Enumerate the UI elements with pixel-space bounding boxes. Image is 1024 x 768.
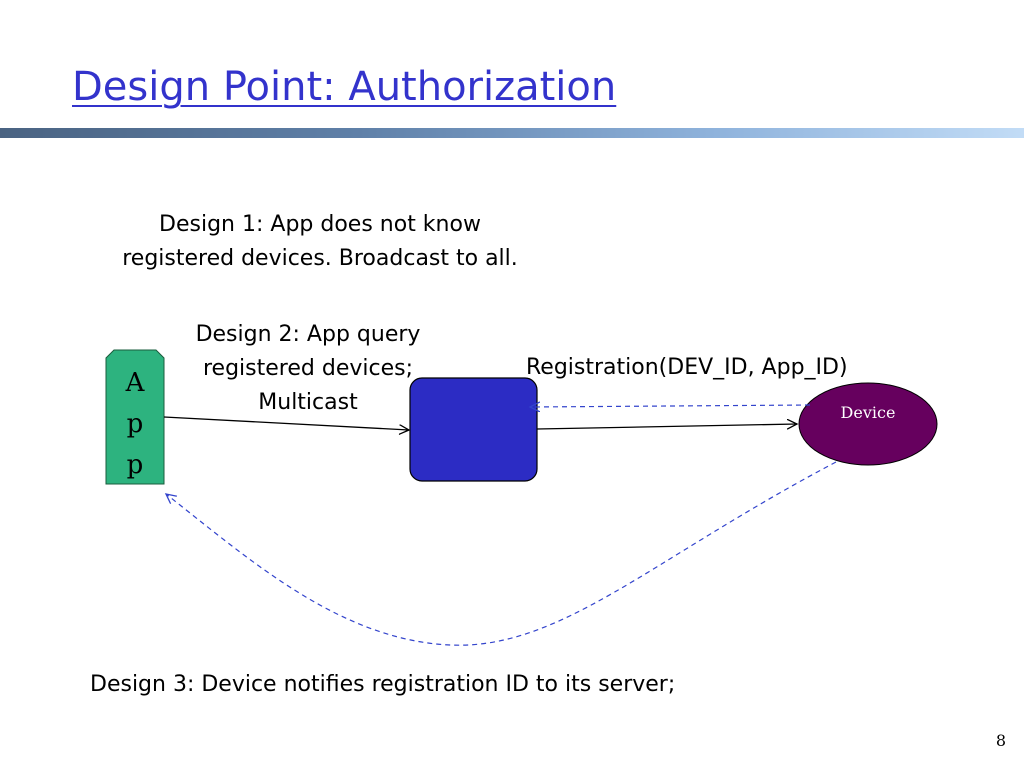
page-title: Design Point: Authorization [72, 64, 617, 110]
design-2-line-2: registered devices; [203, 356, 413, 381]
device-label: Device [840, 403, 896, 422]
device-notify-dashed-arrow [166, 461, 837, 646]
app-letter-p2: p [126, 450, 144, 480]
design-2-line-1: Design 2: App query [195, 322, 421, 347]
registration-label: Registration(DEV_ID, App_ID) [526, 355, 848, 380]
title-divider [0, 128, 1024, 138]
device-node [798, 382, 938, 466]
design-1-text: Design 1: App does not know registered d… [70, 208, 570, 276]
design-1-line-1: Design 1: App does not know [159, 212, 481, 237]
server-to-device-arrow [536, 424, 797, 429]
page-number: 8 [995, 731, 1006, 750]
design-1-line-2: registered devices. Broadcast to all. [122, 246, 518, 271]
design-3-text: Design 3: Device notifies registration I… [90, 672, 676, 697]
app-to-server-arrow [163, 416, 409, 430]
design-2-text: Design 2: App query registered devices; … [170, 318, 446, 420]
design-2-line-3: Multicast [258, 390, 358, 415]
app-letter-p1: p [126, 409, 144, 439]
app-letter-a: A [125, 368, 145, 398]
app-node [105, 349, 165, 485]
registration-dashed-arrow [530, 405, 811, 407]
